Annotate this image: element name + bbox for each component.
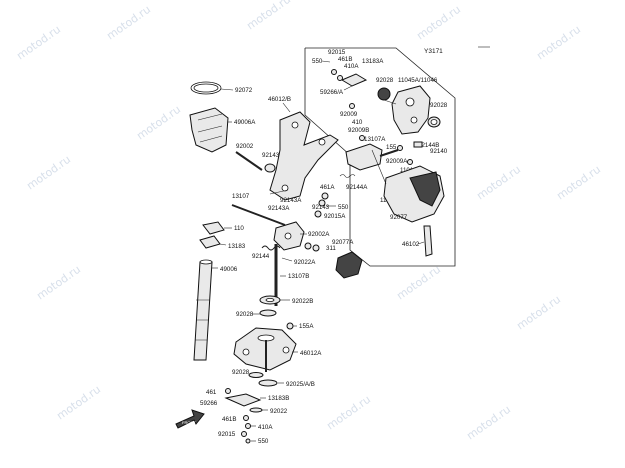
callout-13107: 13107 (232, 193, 250, 200)
small-plate-part (199, 235, 221, 249)
callout-92144: 92144 (252, 253, 270, 260)
callout-461A: 461A (320, 184, 335, 191)
callout-92140: 92140 (430, 148, 448, 155)
watermark: motod.ru (414, 3, 463, 43)
callout-410A-top: 410A (344, 63, 359, 70)
seal-92028-top (377, 87, 391, 101)
callout-461B-top: 461B (338, 56, 352, 63)
callout-92022: 92022 (270, 408, 288, 415)
callout-92144B: 92144B (418, 142, 439, 149)
watermark: motod.ru (244, 0, 293, 32)
callout-13107A: 13107A (364, 136, 386, 143)
callout-92002: 92002 (236, 143, 254, 150)
callout-92077A: 92077A (332, 239, 354, 246)
watermark: motod.ru (34, 263, 83, 303)
watermark: motod.ru (134, 103, 183, 143)
shaft-13107A (345, 143, 383, 171)
callout-92009A: 92009A (386, 158, 408, 165)
housing-11045A (391, 85, 431, 135)
callout-92015-top: 92015 (328, 49, 346, 56)
watermark: motod.ru (14, 23, 63, 63)
callout-461: 461 (206, 389, 217, 396)
diagram-code: Y3171 (424, 48, 443, 55)
front-arrow: FRONT (175, 409, 205, 429)
watermark: motod.ru (324, 393, 373, 433)
callout-92009: 92009 (340, 111, 358, 118)
callout-550-2: 550 (258, 438, 269, 445)
callout-13107B: 13107B (288, 273, 309, 280)
callout-92002A: 92002A (308, 231, 330, 238)
callout-410A: 410A (258, 424, 273, 431)
callout-550-top: 550 (312, 58, 323, 65)
callout-92143-2: 92143 (312, 204, 330, 211)
callout-49006: 49006 (220, 266, 238, 273)
callout-92015: 92015 (218, 431, 236, 438)
watermark: motod.ru (554, 163, 603, 203)
callout-92028-right: 92028 (430, 102, 448, 109)
watermark: motod.ru (464, 403, 513, 443)
callout-13183A: 13183A (362, 58, 384, 65)
callout-92022A: 92022A (294, 259, 316, 266)
callout-550-1: 550 (338, 204, 349, 211)
front-label: FRONT (182, 420, 196, 425)
callout-92028-2: 92028 (232, 369, 250, 376)
callout-59266A: 59266/A (320, 89, 344, 96)
tube-49006 (193, 261, 213, 361)
callout-92143A-2: 92143A (268, 205, 290, 212)
callout-46012A: 46012A (300, 350, 322, 357)
watermark: motod.ru (474, 163, 523, 203)
lever-59266 (224, 393, 262, 407)
callout-46012B: 46012/B (268, 96, 291, 103)
callout-311: 311 (326, 245, 336, 252)
watermark: motod.ru (24, 153, 73, 193)
callout-92143: 92143 (262, 152, 280, 159)
rod-13107 (231, 204, 286, 226)
callout-461B: 461B (222, 416, 236, 423)
watermark: motod.ru (104, 3, 153, 43)
callout-92072: 92072 (235, 87, 253, 94)
callout-110: 110 (234, 225, 244, 232)
callout-155: 155 (386, 144, 397, 151)
callout-13183B: 13183B (268, 395, 289, 402)
callout-92144A: 92144A (346, 184, 368, 191)
callout-92028-top: 92028 (376, 77, 394, 84)
callout-92022B: 92022B (292, 298, 313, 305)
seal-92028 (259, 309, 277, 317)
inset-box (304, 47, 456, 267)
callout-49006A: 49006A (234, 119, 256, 126)
callout-92077: 92077 (390, 214, 408, 221)
callout-13183: 13183 (228, 243, 246, 250)
callout-155A: 155A (299, 323, 314, 330)
callout-92143A-1: 92143A (280, 197, 302, 204)
watermark: motod.ru (514, 293, 563, 333)
key-46102 (423, 225, 433, 257)
callout-92015A: 92015A (324, 213, 346, 220)
watermark: motod.ru (54, 383, 103, 423)
plate-part (202, 221, 225, 235)
boot-part (189, 107, 229, 153)
callout-92025AB: 92025/A/B (286, 381, 315, 388)
callout-59266: 59266 (200, 400, 218, 407)
watermark: motod.ru (394, 263, 443, 303)
watermark: motod.ru (534, 23, 583, 63)
callout-410: 410 (352, 119, 363, 126)
watermark-layer: motod.ru motod.ru motod.ru motod.ru moto… (14, 0, 603, 442)
callout-92009B: 92009B (348, 127, 369, 134)
upper-bracket-part (269, 111, 339, 201)
callout-46102: 46102 (402, 241, 420, 248)
callout-11045A: 11045A/11046 (398, 77, 438, 84)
knob-part (335, 251, 363, 279)
bolt-92002 (235, 151, 263, 171)
callout-92028-1: 92028 (236, 311, 254, 318)
